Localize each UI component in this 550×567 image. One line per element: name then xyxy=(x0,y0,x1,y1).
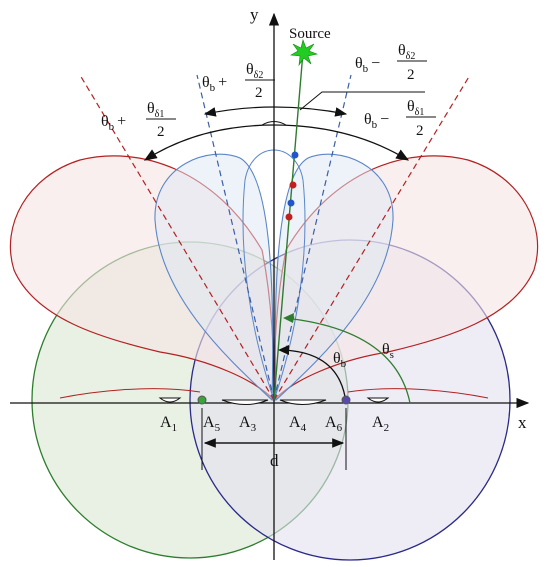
label-theta-b-plus-delta1-over-2: θb+ θδ1 2 xyxy=(101,100,176,140)
arc-theta-b-delta1-left xyxy=(143,124,275,161)
blue-dashed-left xyxy=(196,74,275,401)
red-sidelobe-right xyxy=(347,388,489,399)
arc-theta-b-arrowhead xyxy=(278,345,289,355)
svg-text:θb+: θb+ xyxy=(202,74,227,94)
svg-text:2: 2 xyxy=(407,67,415,83)
svg-text:θδ2: θδ2 xyxy=(246,61,263,81)
label-a4: A4 xyxy=(289,414,307,434)
svg-text:θδ1: θδ1 xyxy=(147,100,164,120)
x-axis-label: x xyxy=(518,413,527,432)
arc-theta-b-delta2-right xyxy=(273,106,348,117)
label-a5: A5 xyxy=(203,414,221,434)
label-theta-b: θb xyxy=(333,350,347,370)
svg-text:θb−: θb− xyxy=(355,55,380,75)
svg-text:2: 2 xyxy=(157,124,165,140)
element-a5-marker xyxy=(197,395,207,405)
label-theta-b-minus-delta2-over-2: θb− θδ2 2 xyxy=(355,42,427,83)
source-pointer-line xyxy=(299,91,425,111)
source-star-icon xyxy=(290,38,319,67)
brace-center xyxy=(261,121,287,126)
red-dashed-left xyxy=(79,74,275,401)
dot-blue-2 xyxy=(287,199,295,207)
label-a2: A2 xyxy=(372,414,389,434)
label-theta-b-plus-delta2-over-2: θb+ θδ2 2 xyxy=(202,61,275,101)
svg-text:2: 2 xyxy=(255,85,263,101)
label-theta-b-minus-delta1-over-2: θb− θδ1 2 xyxy=(364,98,436,139)
arc-theta-s xyxy=(284,317,411,404)
element-a1-shape xyxy=(158,397,182,403)
element-a2-shape xyxy=(366,397,390,403)
arc-theta-b xyxy=(281,349,347,404)
element-a4-shape xyxy=(279,399,327,405)
arc-theta-b-delta1-right xyxy=(273,124,410,161)
label-a1: A1 xyxy=(160,414,177,434)
element-a3-shape xyxy=(221,399,269,405)
red-dashed-right xyxy=(273,74,471,401)
distance-label: d xyxy=(270,451,279,470)
label-theta-s: θs xyxy=(382,341,394,361)
dot-blue-1 xyxy=(291,151,299,159)
svg-text:θδ1: θδ1 xyxy=(407,98,424,118)
blue-dashed-right xyxy=(273,74,352,401)
y-axis-label: y xyxy=(250,5,259,24)
arc-theta-b-delta2-left xyxy=(203,106,275,117)
red-sidelobe-left xyxy=(59,388,201,399)
element-a6-marker xyxy=(341,395,351,405)
source-line xyxy=(273,51,304,401)
dot-red-2 xyxy=(285,213,293,221)
source-label: Source xyxy=(289,26,331,42)
arc-theta-s-arrowhead xyxy=(283,313,294,323)
label-a3: A3 xyxy=(239,414,257,434)
svg-text:θb+: θb+ xyxy=(101,113,126,133)
svg-text:θδ2: θδ2 xyxy=(398,42,415,62)
dot-red-1 xyxy=(289,181,297,189)
svg-text:2: 2 xyxy=(416,123,424,139)
svg-text:θb−: θb− xyxy=(364,111,389,131)
label-a6: A6 xyxy=(325,414,343,434)
